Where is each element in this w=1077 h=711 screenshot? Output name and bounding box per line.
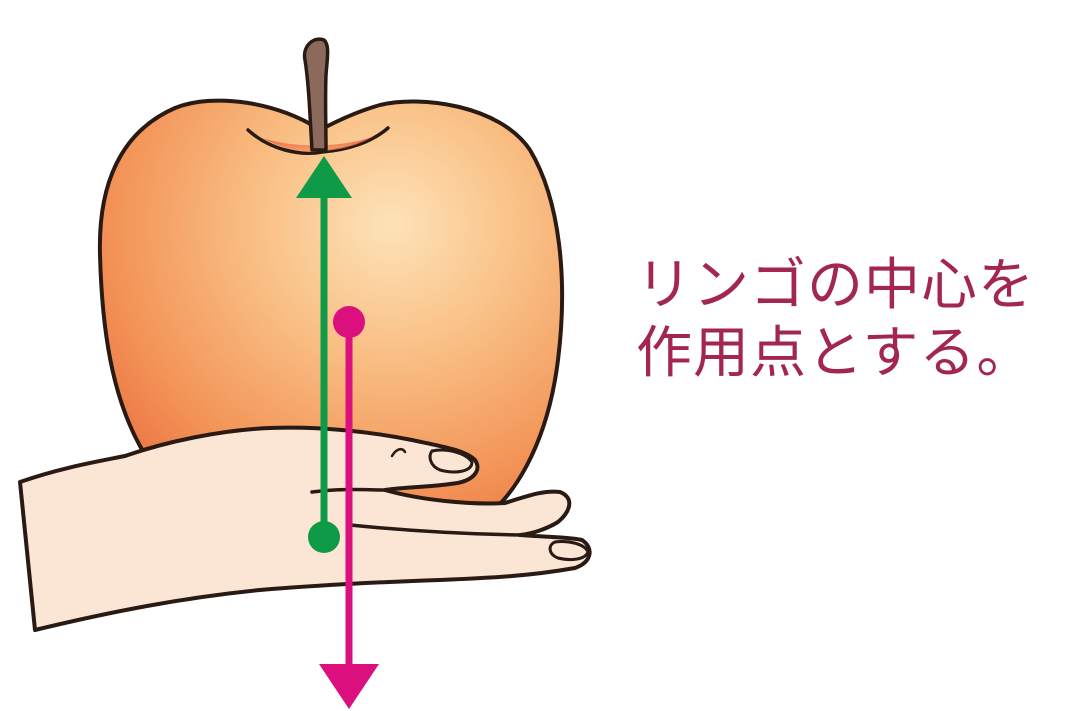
gravity-arrow-head — [319, 664, 379, 709]
caption-line-2: 作用点とする。 — [636, 321, 1034, 386]
apple-stem — [302, 37, 330, 152]
normal-force-arrow-head — [296, 156, 352, 198]
finger-crease — [348, 523, 522, 537]
apple-center-point — [333, 306, 365, 338]
normal-force-origin-dot — [308, 521, 340, 553]
apple-dimple — [246, 126, 390, 155]
hand — [18, 425, 592, 632]
caption-line-1: リンゴの中心を — [636, 253, 1035, 318]
apple-dimple-shade — [262, 136, 374, 152]
fingernail — [428, 448, 474, 474]
fingernail — [548, 540, 590, 562]
finger-crease — [390, 447, 407, 458]
caption: リンゴの中心を 作用点とする。 — [636, 252, 1066, 388]
